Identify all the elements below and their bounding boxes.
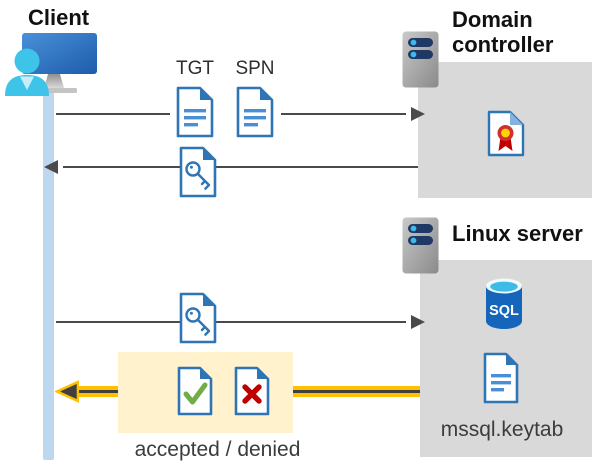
arrowhead-right-icon — [411, 315, 425, 329]
client-lifeline — [43, 90, 54, 460]
linux-server-title: Linux server — [452, 221, 583, 246]
person-head — [14, 48, 40, 74]
key-document-icon — [179, 292, 217, 344]
accepted-document-icon — [177, 366, 213, 416]
sql-label: SQL — [489, 303, 519, 319]
monitor-base — [45, 88, 77, 93]
server-icon — [402, 31, 439, 88]
arrowhead-left-icon — [55, 380, 79, 403]
monitor-icon — [22, 33, 97, 74]
sql-database-icon: SQL — [486, 278, 522, 329]
key-document-icon — [179, 146, 217, 198]
certificate-document-icon — [487, 110, 525, 157]
person-collar — [20, 76, 34, 90]
keytab-label: mssql.keytab — [440, 418, 564, 441]
tgt-document-icon — [176, 86, 214, 138]
spn-label: SPN — [235, 58, 275, 79]
arrowhead-left-icon — [44, 160, 58, 174]
arrowhead-right-icon — [411, 107, 425, 121]
person-at-computer-icon — [5, 33, 97, 96]
domain-controller-title: Domain controller — [452, 7, 554, 57]
client-title: Client — [28, 5, 90, 30]
tgt-label: TGT — [176, 58, 214, 79]
monitor-stand — [44, 74, 64, 88]
result-label: accepted / denied — [134, 438, 301, 461]
arrow-line — [63, 166, 418, 169]
arrow-line — [56, 321, 406, 324]
server-icon — [402, 217, 439, 274]
spn-document-icon — [236, 86, 274, 138]
denied-document-icon — [234, 366, 270, 416]
keytab-document-icon — [483, 352, 519, 404]
